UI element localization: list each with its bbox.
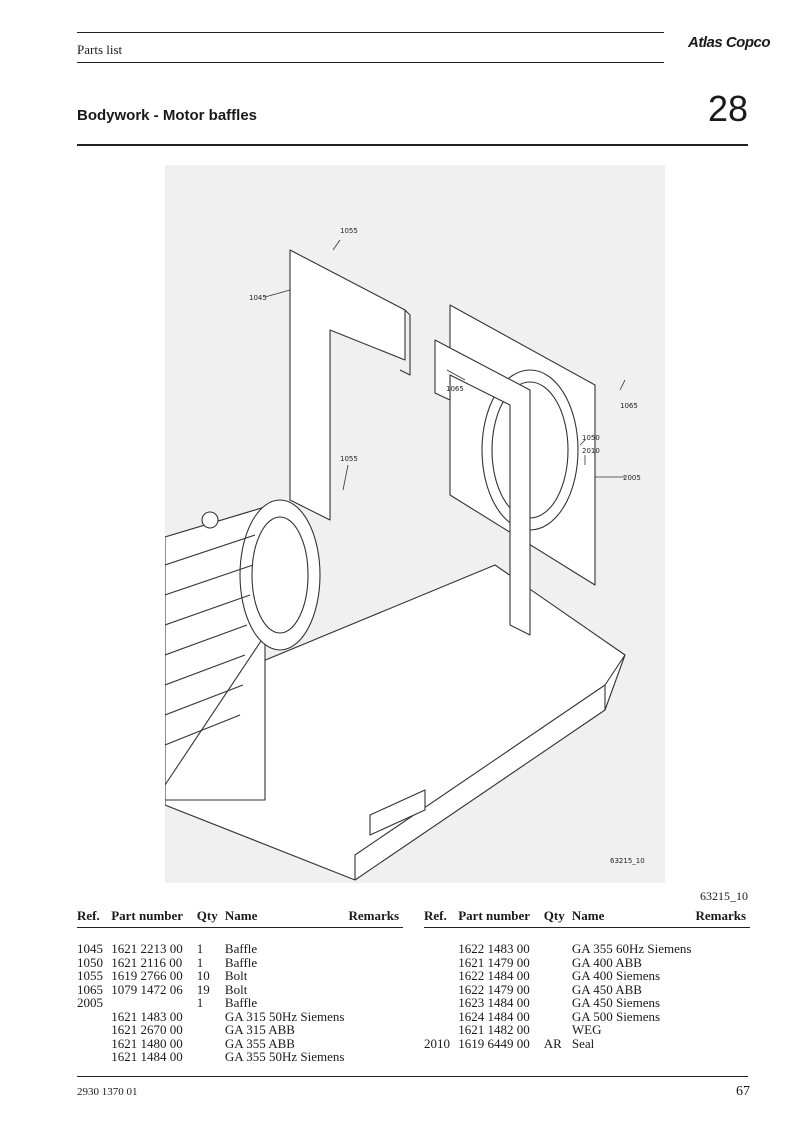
header-rule-bottom — [77, 62, 664, 63]
parts-table-right: Ref. Part number Qty Name Remarks 1622 1… — [424, 908, 750, 1050]
header-label: Parts list — [77, 42, 123, 57]
document-number: 2930 1370 01 — [77, 1086, 138, 1098]
callout-1065-right: 1065 — [620, 402, 638, 410]
figure-reference: 63215_10 — [700, 889, 748, 903]
footer-rule — [77, 1076, 748, 1077]
col-name: Name — [571, 908, 696, 928]
exploded-view-diagram: 1055 1045 1065 1065 1050 2010 2005 1055 … — [165, 165, 665, 883]
col-part-number: Part number — [458, 908, 544, 928]
col-ref: Ref. — [77, 908, 112, 928]
page-number: 67 — [736, 1084, 750, 1099]
table-header-row: Ref. Part number Qty Name Remarks — [424, 908, 750, 928]
baffle-1050 — [434, 339, 531, 636]
col-qty: Qty — [196, 908, 225, 928]
base-slot — [369, 789, 426, 836]
section-number: 28 — [707, 88, 748, 129]
callout-1045: 1045 — [249, 294, 267, 302]
col-ref: Ref. — [424, 908, 459, 928]
callout-2010: 2010 — [582, 447, 600, 455]
callout-1065-left: 1065 — [446, 385, 464, 393]
title-rule — [77, 144, 748, 146]
table-header-row: Ref. Part number Qty Name Remarks — [77, 908, 403, 928]
page-title: Bodywork - Motor baffles — [77, 107, 258, 124]
col-remarks: Remarks — [348, 908, 403, 928]
col-qty: Qty — [543, 908, 572, 928]
motor — [165, 499, 321, 801]
col-name: Name — [224, 908, 349, 928]
callout-2005: 2005 — [623, 474, 641, 482]
col-remarks: Remarks — [695, 908, 750, 928]
figure-inner-ref: 63215_10 — [610, 857, 645, 865]
callout-1055-bottom: 1055 — [340, 455, 358, 463]
callout-1055-top: 1055 — [340, 227, 358, 235]
callout-1050: 1050 — [582, 434, 600, 442]
col-part-number: Part number — [111, 908, 197, 928]
atlas-copco-logo: Atlas Copco — [688, 34, 771, 51]
header-rule-top — [77, 32, 664, 33]
